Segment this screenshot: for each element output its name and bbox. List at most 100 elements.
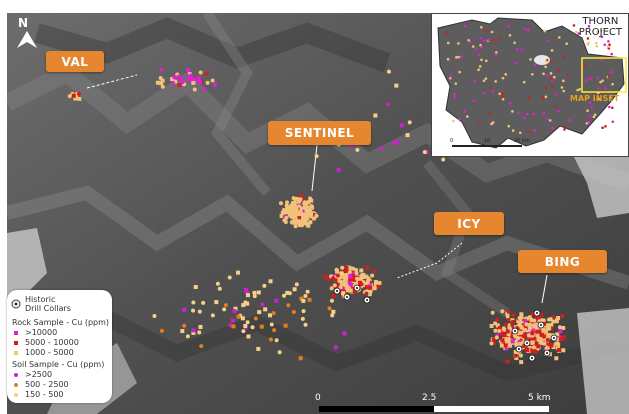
sample-point [351,266,356,271]
sample-point [279,213,284,218]
inset-sample-point [597,87,600,90]
drill-collar-dot [336,290,338,292]
sample-point [329,298,334,303]
sample-point [309,198,314,203]
inset-sample-point [452,119,455,123]
sample-point [285,290,290,295]
sample-point [345,284,350,289]
inset-sample-point [501,95,504,98]
sample-point [159,81,164,86]
sample-point [556,342,561,347]
callout-val[interactable]: VAL [46,51,104,72]
sample-point [524,322,529,327]
sample-point [302,212,307,217]
sample-point [529,340,534,345]
inset-sample-point [585,79,588,82]
sample-point [363,284,368,289]
inset-sample-point [483,91,486,95]
sample-point [250,325,255,330]
inset-sample-point [596,30,599,34]
inset-title: THORN PROJECT [579,16,622,38]
sample-point [340,265,345,270]
sample-point [346,265,351,270]
scale-label-5km: 5 km [528,393,551,403]
sample-point [353,289,358,294]
sample-point [515,335,520,340]
sample-point [373,282,378,287]
sample-point [514,355,519,360]
sample-point [155,80,160,85]
inset-sample-point [577,32,580,35]
sample-point [519,353,524,358]
callout-sentinel[interactable]: SENTINEL [268,121,371,145]
sample-point [386,102,391,107]
callout-icy[interactable]: ICY [434,212,504,235]
sample-point [243,287,248,292]
inset-sample-point [587,122,591,125]
inset-sample-point [507,124,511,128]
map-legend: Historic Drill Collars Rock Sample - Cu … [7,290,112,403]
sample-point [365,280,370,285]
inset-sample-point [528,130,532,134]
sample-point [529,333,534,338]
sample-point [233,306,238,311]
inset-sample-point [513,41,516,45]
sample-point [379,146,384,151]
inset-sample-point [600,58,604,61]
sample-point [305,289,310,294]
sample-point [282,293,287,298]
inset-sample-point [482,79,486,83]
inset-sample-point [604,87,607,90]
leader-sentinel [311,144,318,192]
sample-point [331,294,336,299]
legend-rock-item-2: 5000 - 10000 [7,338,79,347]
sample-point [253,316,258,321]
sample-point [505,339,510,344]
legend-rock-title: Rock Sample - Cu (ppm) [12,318,110,327]
sample-point [491,337,496,342]
inset-sample-point [546,117,549,121]
legend-drill-collars-line2: Drill Collars [25,304,71,313]
drill-collar-dot [526,342,528,344]
inset-sample-point [463,24,467,28]
sample-point [293,221,298,226]
sample-point [335,269,340,274]
callout-bing[interactable]: BING [518,250,607,273]
sample-point [515,333,520,338]
sample-point [300,316,305,321]
inset-sample-point [507,25,511,28]
inset-sample-point [562,55,566,58]
sample-point [360,280,365,285]
sample-point [197,330,202,335]
sample-point [198,325,203,330]
sample-point [534,325,539,330]
sample-point [544,346,549,351]
sample-point [308,220,313,225]
inset-sample-point [482,39,486,42]
legend-soil-item-1: >2500 [7,370,52,379]
sample-point [186,77,191,82]
sample-point [373,113,378,118]
inset-sample-point [542,112,545,115]
sample-point [500,331,505,336]
inset-map[interactable]: THORN PROJECT MAP INSET 0 10 20 km [431,13,629,157]
inset-sample-point [594,41,598,45]
sample-point [343,276,348,281]
inset-sample-point [484,77,488,80]
sample-point [307,205,312,210]
sample-point [303,215,308,220]
sample-point [547,332,552,337]
sample-point [291,196,296,201]
sample-point [519,312,524,317]
sample-point [350,271,355,276]
sample-point [291,206,296,211]
sample-point [526,333,531,338]
sample-point [67,94,72,99]
sample-point [159,328,164,333]
inset-sample-point [508,101,512,105]
sample-point [360,273,365,278]
inset-sample-point [557,36,561,39]
inset-sample-point [491,90,495,93]
sample-point [518,341,523,346]
sample-point [531,345,536,350]
